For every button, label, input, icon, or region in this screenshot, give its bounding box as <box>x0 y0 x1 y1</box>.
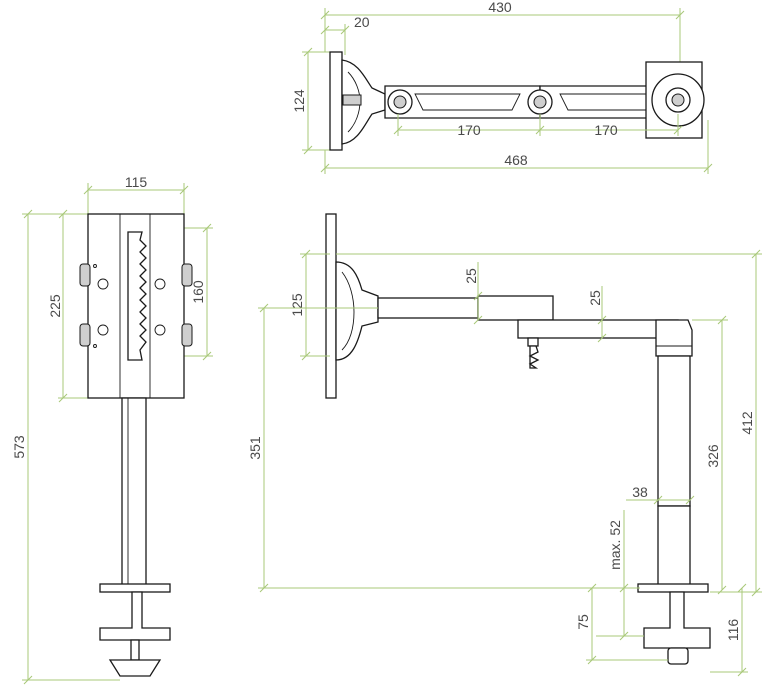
side-arm-1 <box>477 295 554 321</box>
front-clamp-top <box>99 583 171 593</box>
side-arm-joint <box>655 319 693 357</box>
side-clamp-knob <box>667 647 689 665</box>
dim-20-label: 20 <box>354 14 370 30</box>
front-serrated-rail <box>127 231 147 361</box>
dim-170-right-label: 170 <box>594 122 618 138</box>
front-clamp-knob <box>108 659 162 677</box>
side-pole-lower <box>657 505 691 587</box>
dim-412-label: 412 <box>739 411 755 435</box>
dim-351-label: 351 <box>247 436 263 460</box>
side-clamp-top <box>637 583 709 593</box>
top-wall-plate <box>329 51 343 151</box>
dim-125-label: 125 <box>289 293 305 317</box>
dim-38-label: 38 <box>632 484 648 500</box>
side-mount-head <box>335 261 379 361</box>
side-pole-upper <box>657 355 691 507</box>
front-view: 115 573 225 160 <box>11 174 213 685</box>
dim-430-label: 430 <box>488 0 512 15</box>
dim-468-label: 468 <box>504 152 528 168</box>
dim-124-label: 124 <box>291 89 307 113</box>
dim-170-left-label: 170 <box>457 122 481 138</box>
side-arm-2 <box>517 319 679 339</box>
side-c-clamp <box>643 591 711 649</box>
side-view: 125 25 25 38 412 <box>247 213 762 677</box>
dim-573-label: 573 <box>11 435 27 459</box>
top-view: 430 20 124 <box>291 0 713 174</box>
dim-25-arm1-label: 25 <box>463 268 479 284</box>
front-c-clamp <box>99 591 171 641</box>
dim-75-label: 75 <box>575 614 591 630</box>
dim-225-label: 225 <box>47 294 63 318</box>
dim-326-label: 326 <box>705 444 721 468</box>
dim-116-label: 116 <box>725 619 741 642</box>
dim-25-arm2-label: 25 <box>587 290 603 306</box>
side-monitor-plate <box>325 213 337 399</box>
front-pole <box>121 397 147 589</box>
dim-max-52-label: max. 52 <box>607 520 623 570</box>
dim-115-label: 115 <box>125 174 148 190</box>
side-arm-1-neck <box>377 297 479 319</box>
dim-160-label: 160 <box>190 280 206 304</box>
side-cable-knob <box>528 345 540 369</box>
